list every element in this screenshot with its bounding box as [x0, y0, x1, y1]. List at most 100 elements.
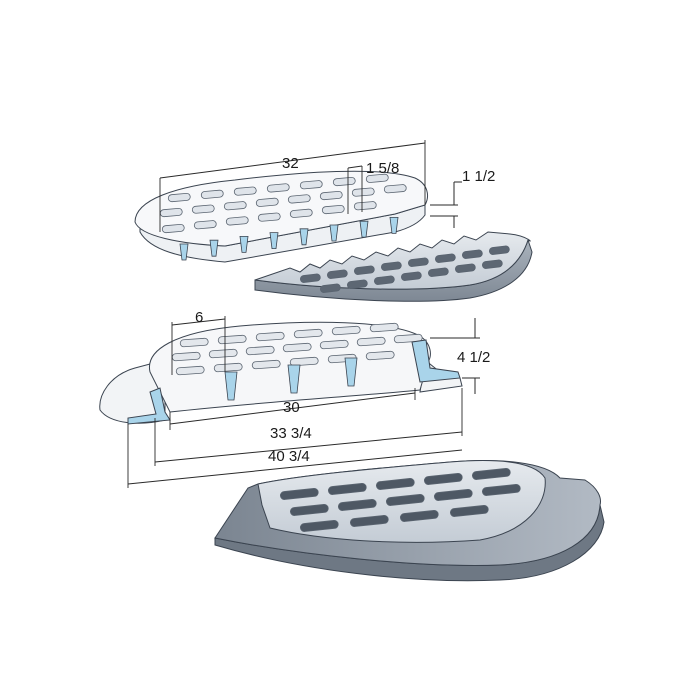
frame-slot	[375, 478, 415, 490]
grate-slot	[300, 273, 321, 283]
frame-slot	[179, 337, 209, 348]
grate-slot	[255, 197, 279, 207]
frame-slot	[171, 351, 201, 362]
frame-slot	[289, 356, 319, 367]
grate-section-teeth	[179, 217, 399, 261]
grate-tooth	[179, 243, 189, 261]
frame-shaded-slots	[279, 468, 521, 532]
dim-inner-opening: 30	[283, 399, 300, 416]
frame-slot	[365, 350, 395, 361]
frame-section-view	[99, 321, 463, 425]
frame-section-cut-right	[411, 339, 461, 383]
grate-slot	[482, 259, 503, 269]
grate-tooth	[209, 239, 219, 257]
grate-slot	[287, 194, 311, 204]
grate-slot	[223, 201, 247, 211]
grate-slot	[193, 220, 217, 230]
grate-section-view	[134, 170, 428, 263]
grate-slot	[353, 201, 377, 211]
grate-slot	[327, 269, 348, 279]
dim-frame-height: 4 1/2	[457, 349, 490, 366]
frame-slot	[393, 333, 423, 344]
frame-slot	[175, 365, 205, 376]
frame-slot	[289, 504, 329, 516]
grate-section-slots	[159, 173, 407, 234]
dimension-lines: 32 1 5/8 1 1/2 6 4 1/2 30 33 3/4 40 3/4	[127, 140, 495, 488]
frame-slot	[255, 331, 285, 342]
frame-slot	[299, 520, 339, 532]
grate-slot	[225, 216, 249, 226]
frame-slot	[433, 489, 473, 501]
dim-slot-length: 6	[195, 309, 203, 326]
frame-slot	[217, 334, 247, 345]
frame-slot	[337, 499, 377, 511]
grate-slot	[435, 253, 456, 263]
frame-slot	[385, 494, 425, 506]
dim-frame-inner-length: 33 3/4	[270, 425, 312, 442]
grate-slot	[320, 283, 341, 293]
frame-slot	[449, 505, 489, 517]
grate-slot	[200, 189, 224, 199]
grate-tooth	[269, 232, 279, 249]
grate-shaded-slots	[300, 245, 510, 293]
frame-section-legs	[224, 357, 358, 401]
frame-section-slots	[171, 322, 423, 376]
dim-grate-thickness: 1 1/2	[462, 168, 495, 185]
frame-slot	[213, 362, 243, 373]
frame-slot	[279, 488, 319, 500]
dim-grate-length: 32	[282, 155, 299, 172]
frame-slot	[251, 359, 281, 370]
grate-tooth	[359, 220, 369, 238]
grate-shaded-top	[254, 231, 531, 290]
frame-slot	[208, 348, 238, 359]
grate-slot	[159, 207, 183, 218]
grate-tooth	[329, 224, 339, 242]
grate-slot	[354, 265, 375, 275]
frame-slot	[369, 322, 399, 333]
frame-slot	[356, 336, 386, 347]
grate-slot	[462, 249, 483, 259]
grate-shaded-view	[254, 231, 533, 302]
frame-slot	[349, 515, 389, 527]
frame-leg	[287, 364, 301, 394]
grate-slot	[428, 267, 449, 277]
grate-slot	[233, 186, 257, 196]
grate-tooth	[239, 236, 249, 253]
grate-slot	[319, 190, 343, 201]
frame-slot	[423, 473, 463, 485]
grate-slot	[299, 180, 323, 190]
frame-slot	[399, 510, 439, 522]
dim-bar-spacing: 1 5/8	[366, 160, 399, 177]
frame-slot	[282, 342, 312, 353]
grate-slot	[332, 176, 356, 187]
frame-slot	[245, 345, 275, 356]
grate-slot	[351, 187, 375, 197]
grate-slot	[321, 204, 345, 215]
grate-slot	[455, 263, 476, 273]
grate-slot	[161, 223, 185, 234]
grate-slot	[381, 261, 402, 271]
dim-frame-overall-length: 40 3/4	[268, 448, 310, 465]
frame-leg	[224, 371, 238, 401]
frame-slot	[481, 484, 521, 496]
frame-slot	[331, 325, 361, 336]
frame-slot	[319, 339, 349, 350]
grate-slot	[191, 204, 215, 214]
grate-slot	[289, 208, 313, 218]
grate-slot	[408, 257, 429, 267]
grate-tooth	[299, 228, 309, 246]
grate-slot	[257, 212, 281, 222]
grate-slot	[401, 271, 422, 281]
grate-tooth	[389, 217, 399, 234]
frame-leg	[344, 357, 358, 387]
grate-slot	[374, 275, 395, 285]
grate-slot	[167, 192, 191, 203]
grate-slot	[365, 173, 389, 183]
frame-slot	[327, 483, 367, 495]
grate-slot	[266, 183, 290, 193]
frame-slot	[293, 328, 323, 339]
frame-shaded-view	[214, 460, 605, 582]
grate-slot	[383, 184, 407, 194]
grate-slot	[489, 245, 510, 255]
